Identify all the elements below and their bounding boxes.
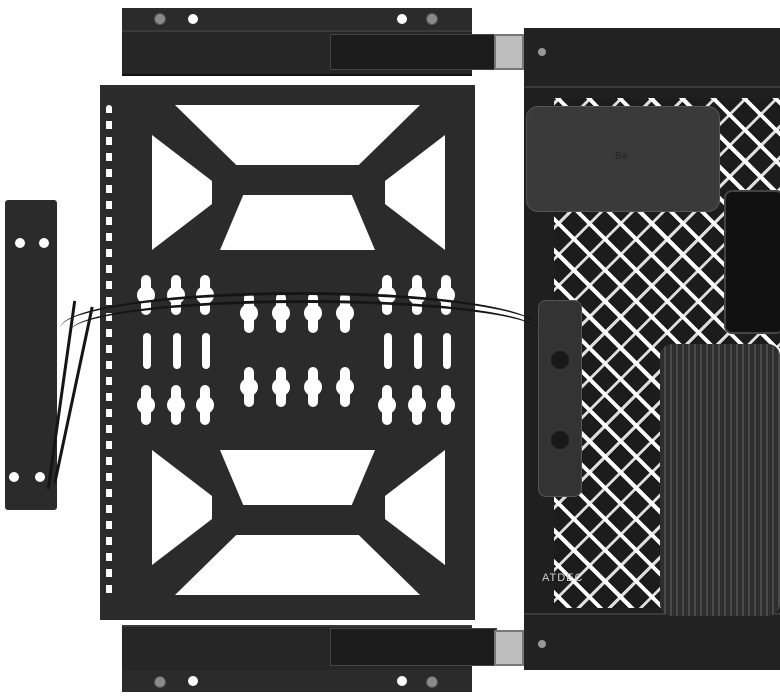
keyhole <box>437 385 455 425</box>
tray-hole <box>538 640 546 648</box>
holder-knob <box>551 431 569 449</box>
cable-holder <box>538 300 582 497</box>
cable <box>60 292 540 365</box>
rail-hole <box>188 14 198 24</box>
keyhole <box>137 385 155 425</box>
screw <box>426 13 438 25</box>
bracket-hole <box>39 238 49 248</box>
brand-mark: ATDEC <box>542 572 584 584</box>
lower-left-cutout <box>152 450 212 565</box>
lower-right-cutout <box>385 450 445 565</box>
rail-hole <box>397 14 407 24</box>
top-slide-extension <box>330 34 497 70</box>
upper-left-cutout <box>152 135 212 250</box>
bottom-rail-clip <box>494 630 524 666</box>
bracket-hole <box>9 472 19 482</box>
keyhole <box>240 367 258 407</box>
upper-right-cutout <box>385 135 445 250</box>
bottom-slide-extension <box>330 628 497 666</box>
keyhole <box>304 367 322 407</box>
top-rail-flange <box>122 8 472 30</box>
keyhole <box>336 367 354 407</box>
keyhole <box>378 385 396 425</box>
bracket-hole <box>35 472 45 482</box>
lower-cutout <box>175 535 420 595</box>
holder-knob <box>551 351 569 369</box>
bracket-hole <box>15 238 25 248</box>
side-device <box>724 190 780 334</box>
finned-device <box>660 344 780 616</box>
bottom-rail-flange <box>122 670 472 692</box>
upper-mid-cutout <box>220 195 375 250</box>
equipment-tray: Ba ATDEC <box>524 28 780 670</box>
lower-mid-cutout <box>220 450 375 505</box>
screw <box>426 676 438 688</box>
keyhole <box>196 385 214 425</box>
device-logo: Ba <box>615 151 628 162</box>
screw <box>154 13 166 25</box>
streaming-device: Ba <box>526 106 720 212</box>
tray-hole <box>538 48 546 56</box>
keyhole <box>167 385 185 425</box>
tray-bottom-lip <box>524 613 780 670</box>
cable <box>70 300 540 363</box>
keyhole <box>408 385 426 425</box>
detached-bracket <box>5 200 57 510</box>
keyhole <box>272 367 290 407</box>
rail-hole <box>188 676 198 686</box>
rail-hole <box>397 676 407 686</box>
top-rail-clip <box>494 34 524 70</box>
tray-top-lip <box>524 28 780 88</box>
upper-cutout <box>175 105 420 165</box>
screw <box>154 676 166 688</box>
